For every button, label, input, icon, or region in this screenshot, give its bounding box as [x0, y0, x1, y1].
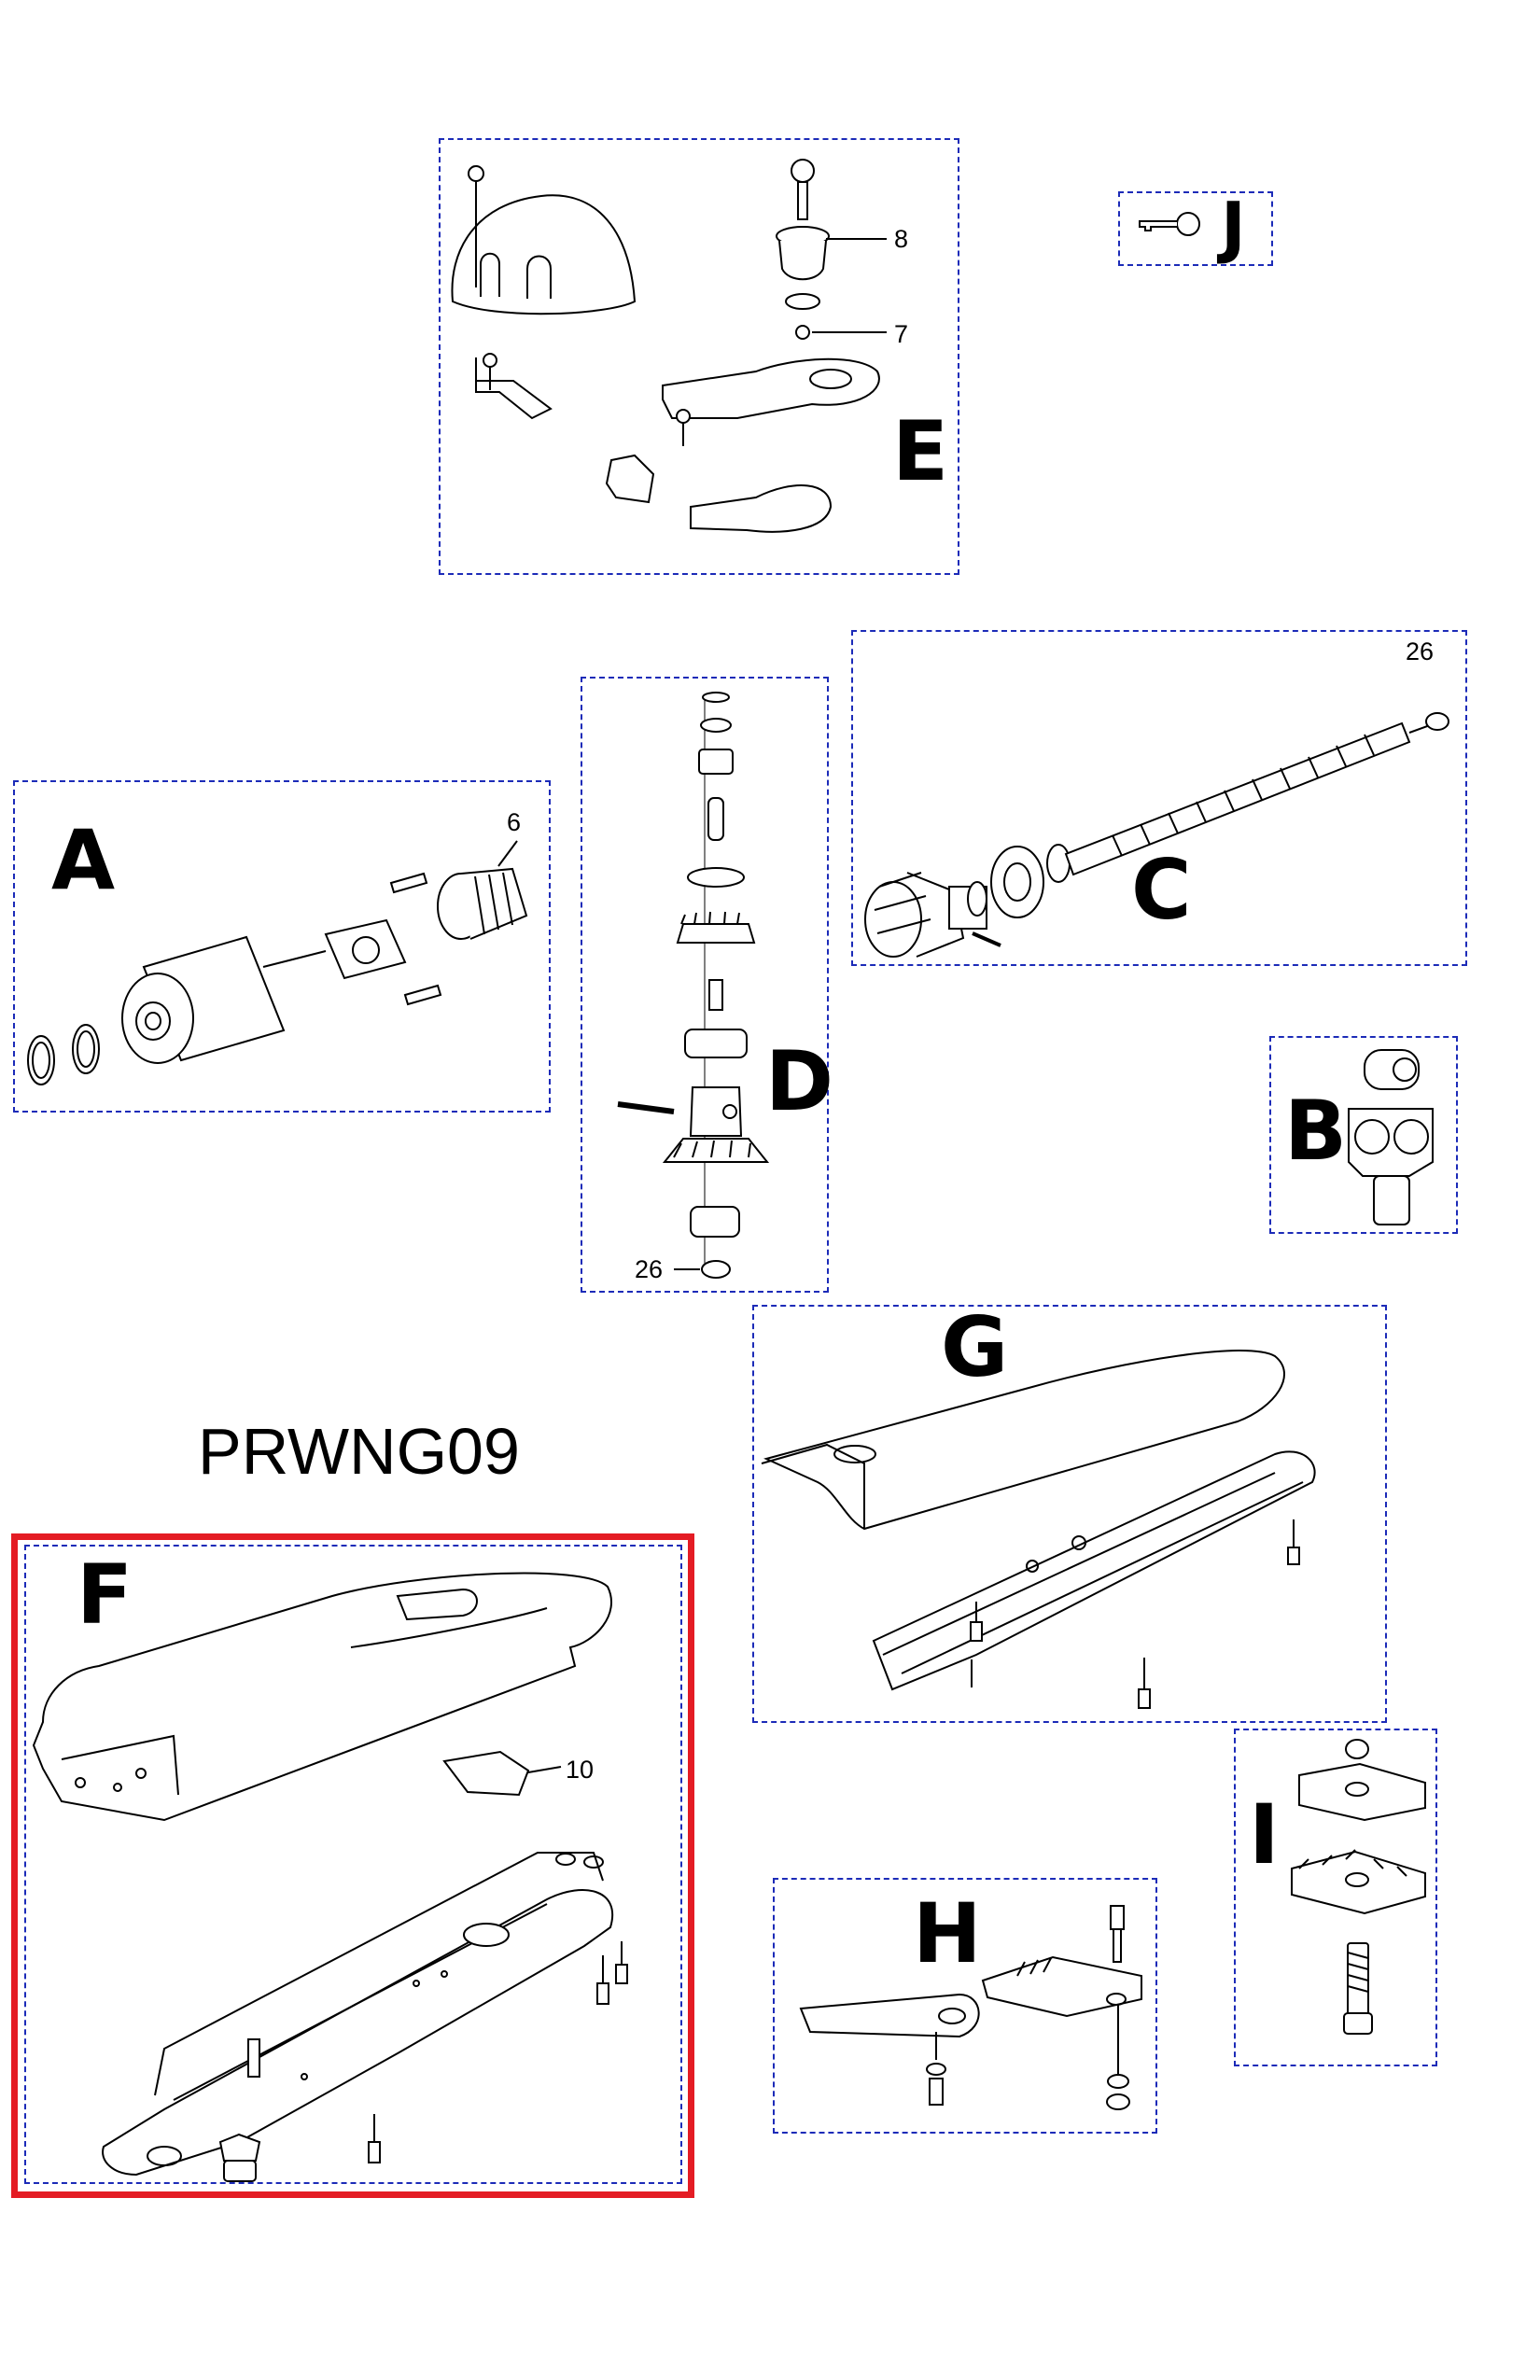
group-i-box[interactable] — [1234, 1729, 1437, 2066]
group-b-drawing — [1269, 1036, 1458, 1234]
group-g-drawing — [752, 1305, 1387, 1723]
model-title: PRWNG09 — [198, 1415, 520, 1488]
group-j-letter: J — [1221, 188, 1246, 266]
selected-group-frame — [11, 1533, 694, 2198]
group-h-box[interactable] — [773, 1878, 1157, 2134]
group-g-box[interactable] — [752, 1305, 1387, 1723]
group-i-letter: I — [1249, 1786, 1280, 1883]
group-b-letter: B — [1284, 1083, 1348, 1179]
group-h-letter: H — [913, 1885, 982, 1981]
group-d-drawing — [581, 677, 829, 1293]
group-f-box[interactable] — [24, 1545, 682, 2184]
group-e-letter: E — [892, 403, 949, 499]
group-a-drawing — [13, 780, 551, 1113]
group-g-letter: G — [941, 1299, 1009, 1395]
group-j-box[interactable] — [1118, 191, 1273, 266]
key-icon — [1132, 205, 1202, 243]
group-c-drawing — [851, 630, 1467, 966]
group-a-letter: A — [51, 812, 116, 908]
group-d-part-26-label: 26 — [635, 1255, 664, 1283]
group-c-box[interactable] — [851, 630, 1467, 966]
group-f-letter: F — [77, 1547, 133, 1643]
group-e-drawing — [439, 138, 959, 575]
group-d-box[interactable] — [581, 677, 829, 1293]
group-c-letter: C — [1131, 842, 1192, 938]
group-d-letter: D — [765, 1033, 834, 1129]
group-a-part-6-label: 6 — [507, 808, 522, 836]
group-i-drawing — [1234, 1729, 1437, 2066]
group-f-drawing — [24, 1545, 682, 2184]
group-f-part-10-label: 10 — [566, 1756, 595, 1784]
group-e-box[interactable] — [439, 138, 959, 575]
group-e-part-7-label: 7 — [894, 320, 909, 348]
group-a-box[interactable] — [13, 780, 551, 1113]
group-b-box[interactable] — [1269, 1036, 1458, 1234]
group-c-part-26-label: 26 — [1406, 637, 1435, 665]
group-e-part-8-label: 8 — [894, 225, 909, 253]
group-h-drawing — [773, 1878, 1157, 2134]
